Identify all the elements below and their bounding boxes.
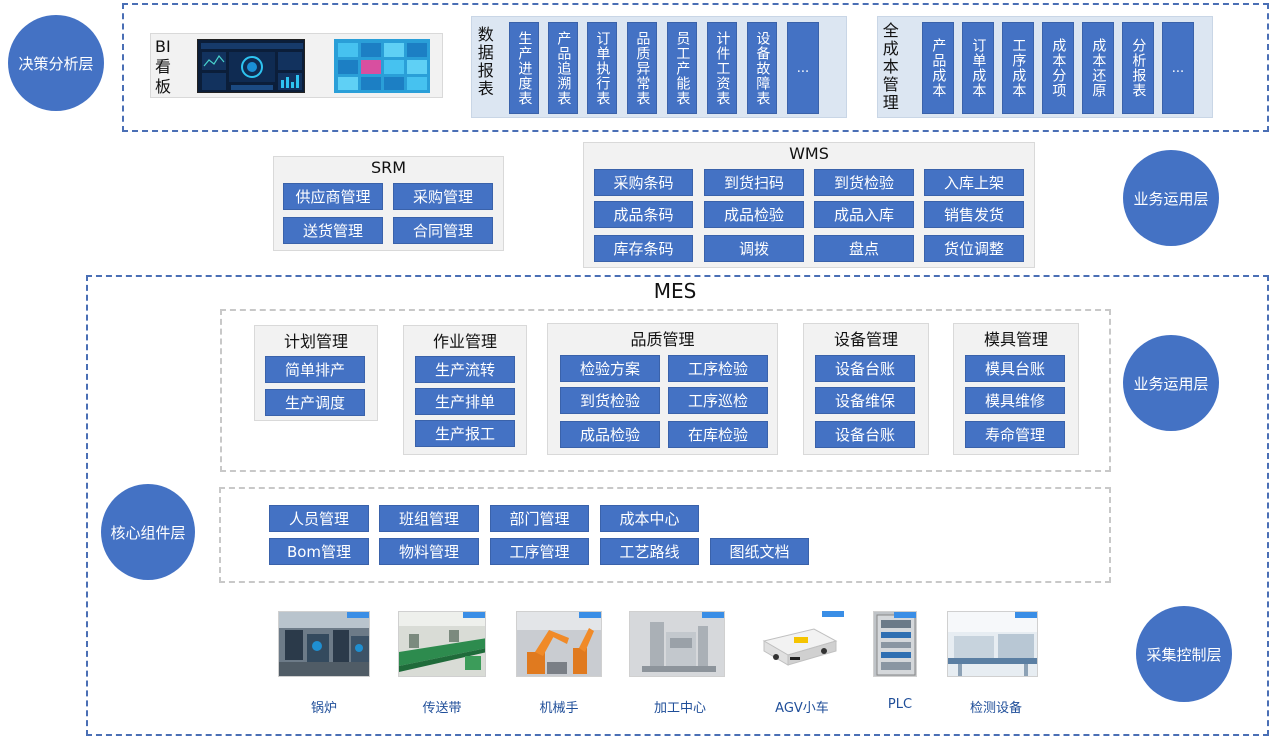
device-robot-arm-label: 机械手 — [539, 701, 579, 716]
core-process-mgmt[interactable]: 工序管理 — [490, 538, 589, 565]
wms-transfer[interactable]: 调拨 — [704, 235, 804, 262]
wms-product-inbound[interactable]: 成品入库 — [814, 201, 914, 228]
mold-repair[interactable]: 模具维修 — [965, 387, 1065, 414]
wms-putaway[interactable]: 入库上架 — [924, 169, 1024, 196]
device-agv-image[interactable] — [754, 611, 844, 677]
decision-layer-frame — [122, 3, 1269, 132]
report-production-progress[interactable]: 生产进度表 — [509, 22, 539, 114]
cost-process[interactable]: 工序成本 — [1002, 22, 1034, 114]
plan-production-dispatch[interactable]: 生产调度 — [265, 389, 365, 416]
core-material-mgmt[interactable]: 物料管理 — [379, 538, 479, 565]
plan-simple-scheduling[interactable]: 简单排产 — [265, 356, 365, 383]
mes-frame — [86, 275, 1269, 736]
srm-title: SRM — [370, 158, 407, 177]
device-plc-label: PLC — [887, 697, 913, 712]
quality-title: 品质管理 — [630, 330, 695, 349]
wms-stocktake[interactable]: 盘点 — [814, 235, 914, 262]
work-production-flow[interactable]: 生产流转 — [415, 356, 515, 383]
work-title: 作业管理 — [432, 332, 497, 351]
report-piece-wage[interactable]: 计件工资表 — [707, 22, 737, 114]
device-machining-center-label: 加工中心 — [653, 701, 706, 716]
srm-purchase-mgmt[interactable]: 采购管理 — [393, 183, 493, 210]
cost-analysis-report[interactable]: 分析报表 — [1122, 22, 1154, 114]
core-bom-mgmt[interactable]: Bom管理 — [269, 538, 369, 565]
layer-decision: 决策分析层 — [8, 15, 104, 111]
layer-business-top: 业务运用层 — [1123, 150, 1219, 246]
bi-tiles-image[interactable] — [334, 39, 430, 93]
device-boiler-label: 锅炉 — [310, 701, 337, 716]
wms-product-inspection[interactable]: 成品检验 — [704, 201, 804, 228]
device-conveyor-label: 传送带 — [422, 701, 462, 716]
core-frame — [219, 487, 1111, 583]
mold-title: 模具管理 — [983, 330, 1048, 349]
core-personnel-mgmt[interactable]: 人员管理 — [269, 505, 369, 532]
wms-stock-barcode[interactable]: 库存条码 — [594, 235, 693, 262]
report-more[interactable]: ... — [787, 22, 819, 114]
device-test-equipment-label: 检测设备 — [969, 701, 1022, 716]
core-routing[interactable]: 工艺路线 — [600, 538, 699, 565]
wms-location-adjust[interactable]: 货位调整 — [924, 235, 1024, 262]
cost-more[interactable]: ... — [1162, 22, 1194, 114]
wms-title: WMS — [789, 144, 829, 163]
mold-lifetime-mgmt[interactable]: 寿命管理 — [965, 421, 1065, 448]
report-equipment-fault[interactable]: 设备故障表 — [747, 22, 777, 114]
equipment-ledger-2[interactable]: 设备台账 — [815, 421, 915, 448]
mold-ledger[interactable]: 模具台账 — [965, 355, 1065, 382]
plan-title: 计划管理 — [283, 332, 348, 351]
report-staff-capacity[interactable]: 员工产能表 — [667, 22, 697, 114]
layer-collect: 采集控制层 — [1136, 606, 1232, 702]
wms-purchase-barcode[interactable]: 采购条码 — [594, 169, 693, 196]
srm-contract-mgmt[interactable]: 合同管理 — [393, 217, 493, 244]
work-production-order[interactable]: 生产排单 — [415, 388, 515, 415]
cost-order[interactable]: 订单成本 — [962, 22, 994, 114]
wms-product-barcode[interactable]: 成品条码 — [594, 201, 693, 228]
equipment-ledger[interactable]: 设备台账 — [815, 355, 915, 382]
device-machining-center-image[interactable] — [629, 611, 725, 677]
mes-title: MES — [653, 279, 697, 303]
layer-core: 核心组件层 — [101, 484, 195, 580]
device-test-equipment-image[interactable] — [947, 611, 1038, 677]
work-production-report[interactable]: 生产报工 — [415, 420, 515, 447]
data-reports-label: 数据报表 — [474, 26, 494, 98]
mes-modules-frame — [220, 309, 1111, 472]
quality-inspection-plan[interactable]: 检验方案 — [560, 355, 660, 382]
device-robot-arm-image[interactable] — [516, 611, 602, 677]
wms-arrival-scan[interactable]: 到货扫码 — [704, 169, 804, 196]
cost-label: 全成本管理 — [879, 22, 899, 112]
layer-business-mes: 业务运用层 — [1123, 335, 1219, 431]
cost-product[interactable]: 产品成本 — [922, 22, 954, 114]
srm-supplier-mgmt[interactable]: 供应商管理 — [283, 183, 383, 210]
quality-process-inspection[interactable]: 工序检验 — [668, 355, 768, 382]
cost-breakdown[interactable]: 成本分项 — [1042, 22, 1074, 114]
device-conveyor-image[interactable] — [398, 611, 486, 677]
core-team-mgmt[interactable]: 班组管理 — [379, 505, 479, 532]
report-quality-exception[interactable]: 品质异常表 — [627, 22, 657, 114]
quality-process-patrol[interactable]: 工序巡检 — [668, 387, 768, 414]
equipment-title: 设备管理 — [833, 330, 898, 349]
core-department-mgmt[interactable]: 部门管理 — [490, 505, 589, 532]
bi-dashboard-image[interactable] — [197, 39, 305, 93]
bi-label: BI看板 — [155, 37, 172, 96]
core-cost-center[interactable]: 成本中心 — [600, 505, 699, 532]
device-plc-image[interactable] — [873, 611, 917, 677]
equipment-maintenance[interactable]: 设备维保 — [815, 387, 915, 414]
quality-arrival-inspection[interactable]: 到货检验 — [560, 387, 660, 414]
device-agv-label: AGV小车 — [775, 701, 829, 716]
device-boiler-image[interactable] — [278, 611, 370, 677]
report-product-trace[interactable]: 产品追溯表 — [548, 22, 578, 114]
cost-restore[interactable]: 成本还原 — [1082, 22, 1114, 114]
wms-arrival-inspection[interactable]: 到货检验 — [814, 169, 914, 196]
quality-stock-inspection[interactable]: 在库检验 — [668, 421, 768, 448]
srm-delivery-mgmt[interactable]: 送货管理 — [283, 217, 383, 244]
report-order-execution[interactable]: 订单执行表 — [587, 22, 617, 114]
core-drawing-docs[interactable]: 图纸文档 — [710, 538, 809, 565]
quality-product-inspection[interactable]: 成品检验 — [560, 421, 660, 448]
wms-sales-shipping[interactable]: 销售发货 — [924, 201, 1024, 228]
